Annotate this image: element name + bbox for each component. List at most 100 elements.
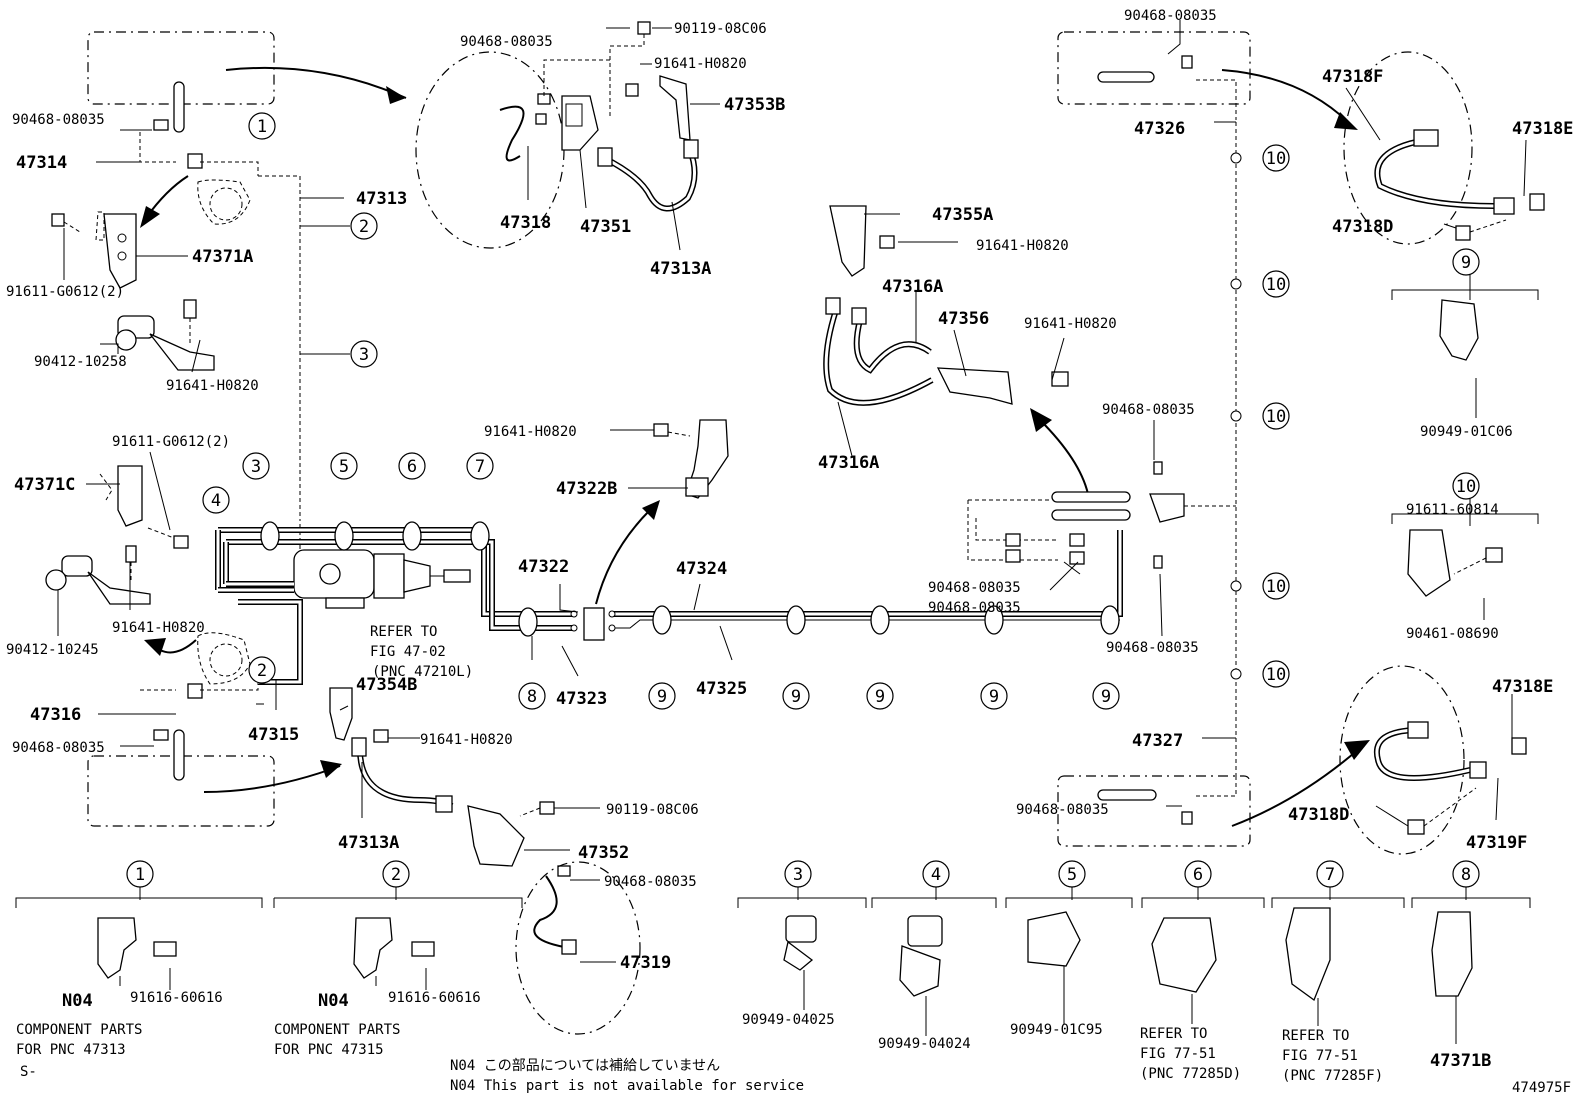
detail-circle-47318F bbox=[1343, 51, 1473, 245]
clip-47316 bbox=[187, 683, 203, 699]
bracket-47356 bbox=[936, 367, 1013, 405]
svg-text:90949-01C95: 90949-01C95 bbox=[1010, 1022, 1103, 1038]
bracket-47371A bbox=[103, 213, 137, 289]
svg-text:FIG 47-02: FIG 47-02 bbox=[370, 644, 446, 660]
svg-text:47318E: 47318E bbox=[1512, 119, 1573, 139]
svg-text:FIG 77-51: FIG 77-51 bbox=[1282, 1048, 1358, 1064]
svg-text:90949-04025: 90949-04025 bbox=[742, 1012, 835, 1028]
sensor-wire-47318 bbox=[499, 105, 525, 162]
clip-47318E-lower bbox=[1511, 737, 1527, 755]
svg-text:91611-60814: 91611-60814 bbox=[1406, 502, 1499, 518]
svg-text:1: 1 bbox=[135, 865, 145, 885]
svg-text:47313: 47313 bbox=[356, 189, 407, 209]
svg-text:10: 10 bbox=[1456, 477, 1476, 497]
svg-text:47323: 47323 bbox=[556, 689, 607, 709]
clamp-9e bbox=[1100, 605, 1120, 635]
svg-text:91616-60616: 91616-60616 bbox=[388, 990, 481, 1006]
svg-text:9: 9 bbox=[657, 687, 667, 707]
svg-text:90468-08035: 90468-08035 bbox=[1106, 640, 1199, 656]
svg-text:10: 10 bbox=[1266, 665, 1286, 685]
svg-text:90461-08690: 90461-08690 bbox=[1406, 626, 1499, 642]
bolt-47318D-upper bbox=[1455, 225, 1471, 241]
detail-circle-47319F bbox=[1339, 665, 1465, 855]
svg-text:47319F: 47319F bbox=[1466, 833, 1527, 853]
svg-text:47313A: 47313A bbox=[338, 833, 399, 853]
svg-text:91641-H0820: 91641-H0820 bbox=[976, 238, 1069, 254]
svg-text:90468-08035: 90468-08035 bbox=[12, 740, 105, 756]
svg-text:90468-08035: 90468-08035 bbox=[1102, 402, 1195, 418]
svg-text:47315: 47315 bbox=[248, 725, 299, 745]
bolt-legend-10 bbox=[1485, 547, 1503, 563]
clamp-legend-7 bbox=[1285, 907, 1331, 1002]
legend-labels: N04 91616-60616 COMPONENT PARTS FOR PNC … bbox=[16, 424, 1513, 1084]
bolt-91641-H0820-d bbox=[373, 729, 389, 743]
svg-text:91641-H0820: 91641-H0820 bbox=[112, 620, 205, 636]
svg-text:N04: N04 bbox=[62, 991, 93, 1011]
svg-text:4: 4 bbox=[211, 491, 221, 511]
svg-text:10: 10 bbox=[1266, 407, 1286, 427]
svg-text:90119-08C06: 90119-08C06 bbox=[606, 802, 699, 818]
detail-circle-47319 bbox=[515, 861, 641, 1035]
svg-text:10: 10 bbox=[1266, 577, 1286, 597]
clamp-legend-3 bbox=[785, 915, 817, 943]
svg-text:47318F: 47318F bbox=[1322, 67, 1383, 87]
note-japanese: N04 この部品については補給していません bbox=[450, 1058, 720, 1074]
clamp-9c bbox=[870, 605, 890, 635]
svg-text:4: 4 bbox=[931, 865, 941, 885]
bracket-legend-2 bbox=[353, 917, 393, 979]
svg-text:91611-G0612(2): 91611-G0612(2) bbox=[6, 284, 124, 300]
svg-text:90468-08035: 90468-08035 bbox=[1124, 8, 1217, 24]
detail-box-rear-upper bbox=[1057, 31, 1251, 105]
svg-text:47324: 47324 bbox=[676, 559, 727, 579]
clamp-8 bbox=[518, 607, 538, 637]
svg-text:9: 9 bbox=[1101, 687, 1111, 707]
bolt-91641-H0820-f bbox=[1051, 371, 1069, 387]
svg-text:47371B: 47371B bbox=[1430, 1051, 1491, 1071]
svg-text:47322B: 47322B bbox=[556, 479, 617, 499]
clip-47318E-upper bbox=[1529, 193, 1545, 211]
svg-text:47313A: 47313A bbox=[650, 259, 711, 279]
svg-text:90949-04024: 90949-04024 bbox=[878, 1036, 971, 1052]
svg-text:7: 7 bbox=[475, 457, 485, 477]
svg-text:90949-01C06: 90949-01C06 bbox=[1420, 424, 1513, 440]
svg-text:COMPONENT PARTS: COMPONENT PARTS bbox=[16, 1022, 142, 1038]
svg-text:90468-08035: 90468-08035 bbox=[928, 600, 1021, 616]
svg-text:FOR PNC 47315: FOR PNC 47315 bbox=[274, 1042, 384, 1058]
clamp-7 bbox=[470, 521, 490, 551]
bracket-47353B bbox=[659, 75, 691, 141]
svg-text:47316: 47316 bbox=[30, 705, 81, 725]
clamp-5 bbox=[334, 521, 354, 551]
svg-text:47371A: 47371A bbox=[192, 247, 253, 267]
bolt-47318D-lower bbox=[1407, 819, 1425, 835]
brake-pipe-rear-main bbox=[610, 530, 1123, 629]
svg-text:2: 2 bbox=[359, 217, 369, 237]
clamp-6 bbox=[402, 521, 422, 551]
svg-text:91641-H0820: 91641-H0820 bbox=[420, 732, 513, 748]
detail-box-rear-lower bbox=[1057, 775, 1251, 847]
svg-text:9: 9 bbox=[791, 687, 801, 707]
svg-text:47352: 47352 bbox=[578, 843, 629, 863]
svg-text:47318D: 47318D bbox=[1288, 805, 1349, 825]
svg-text:91641-H0820: 91641-H0820 bbox=[1024, 316, 1117, 332]
svg-text:91641-H0820: 91641-H0820 bbox=[484, 424, 577, 440]
svg-text:47326: 47326 bbox=[1134, 119, 1185, 139]
sensor-wire-47319 bbox=[533, 875, 571, 949]
svg-text:9: 9 bbox=[1461, 253, 1471, 273]
svg-text:10: 10 bbox=[1266, 149, 1286, 169]
svg-text:6: 6 bbox=[407, 457, 417, 477]
junction-47322 bbox=[583, 607, 605, 641]
svg-text:(PNC 77285D): (PNC 77285D) bbox=[1140, 1066, 1241, 1082]
clamp-9d bbox=[984, 605, 1004, 635]
svg-text:FIG 77-51: FIG 77-51 bbox=[1140, 1046, 1216, 1062]
clamp-legend-5 bbox=[1027, 911, 1081, 967]
svg-text:3: 3 bbox=[359, 345, 369, 365]
clamp-legend-9 bbox=[1439, 299, 1479, 361]
svg-text:N04: N04 bbox=[318, 991, 349, 1011]
svg-text:47356: 47356 bbox=[938, 309, 989, 329]
svg-text:10: 10 bbox=[1266, 275, 1286, 295]
part-labels: 90468-08035 90119-08C06 91641-H0820 4735… bbox=[6, 8, 1573, 973]
bracket-47371C bbox=[117, 465, 143, 527]
svg-text:47371C: 47371C bbox=[14, 475, 75, 495]
